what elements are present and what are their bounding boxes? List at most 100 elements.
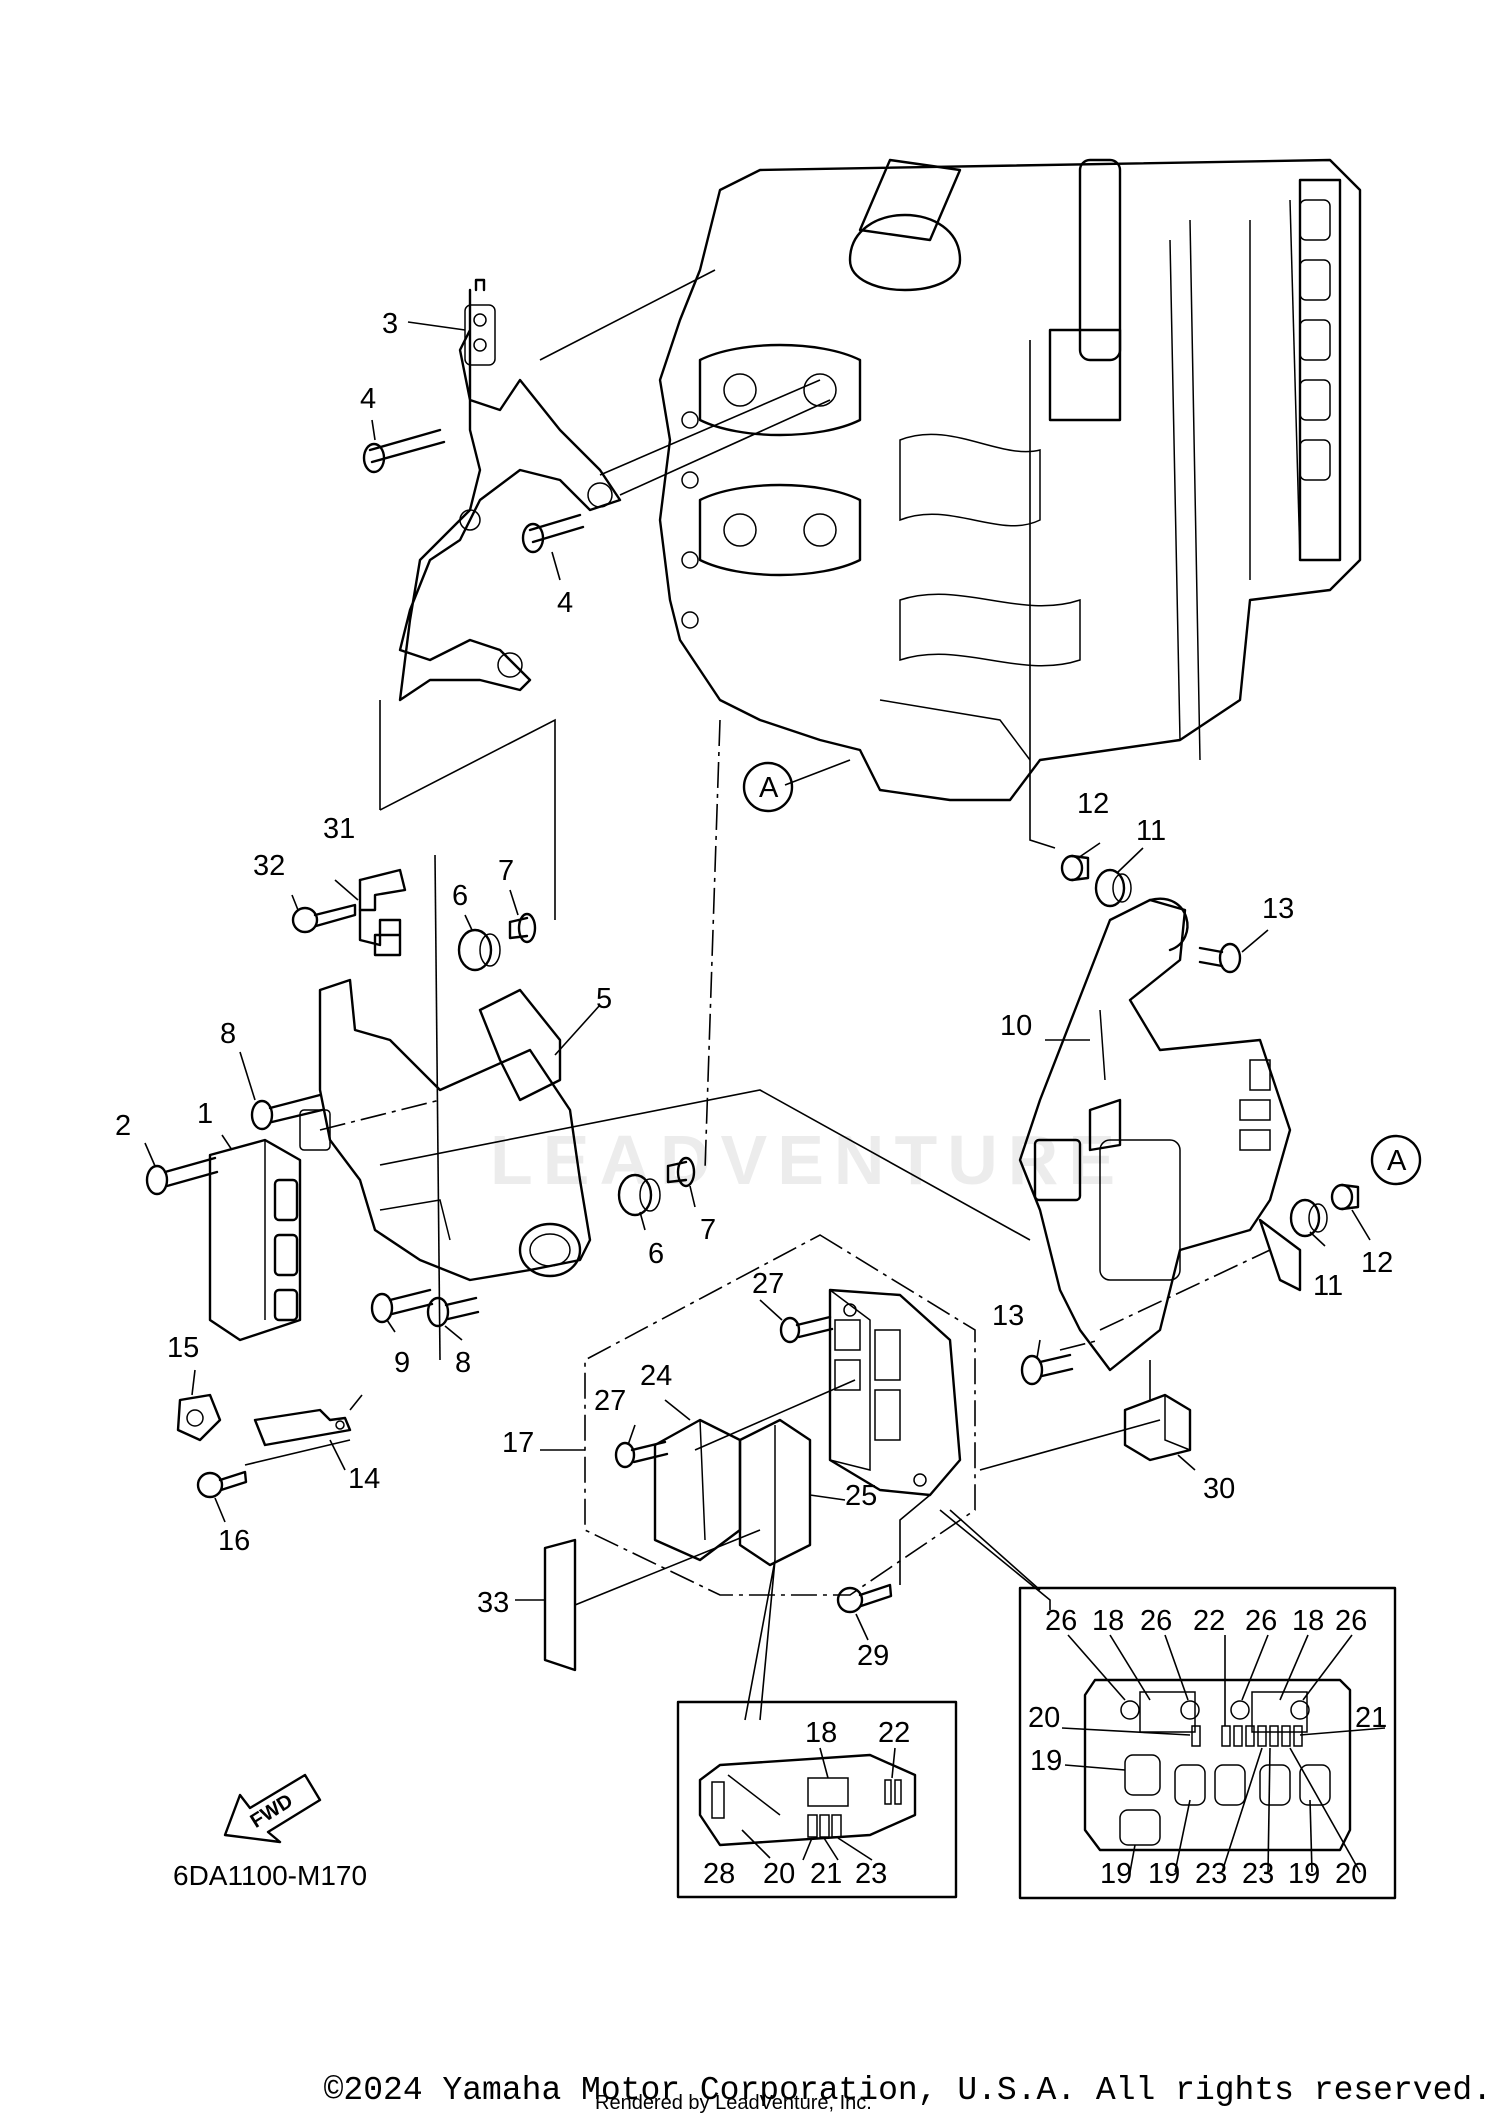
- inset-left-20: 20: [763, 1858, 795, 1890]
- callout-11-upper: 11: [1136, 815, 1166, 847]
- inset-right-18b: 18: [1292, 1605, 1324, 1637]
- reference-mark-a-left: [742, 761, 794, 813]
- callout-2: 2: [115, 1110, 131, 1142]
- callout-6-lower: 6: [648, 1238, 664, 1270]
- inset-right-20b: 20: [1335, 1858, 1367, 1890]
- reference-mark-a-right-label: A: [1387, 1145, 1407, 1177]
- inset-right-18a: 18: [1092, 1605, 1124, 1637]
- reference-mark-a-left-label: A: [759, 772, 779, 804]
- callout-24: 24: [640, 1360, 672, 1392]
- callout-14: 14: [348, 1463, 380, 1495]
- screw-16-drawing: [196, 1470, 248, 1499]
- callout-31: 31: [323, 813, 355, 845]
- callout-3: 3: [382, 308, 398, 340]
- collar-7-upper: [508, 912, 537, 944]
- bolt-8-upper: [250, 1093, 324, 1131]
- callout-15: 15: [167, 1332, 199, 1364]
- callout-1: 1: [197, 1098, 213, 1130]
- ecu-1-drawing: [208, 1138, 302, 1342]
- grommet-6-upper: [457, 928, 501, 972]
- inset-right-20a: 20: [1028, 1702, 1060, 1734]
- bolt-9-drawing: [370, 1288, 434, 1324]
- copyright-notice: ©2024 Yamaha Motor Corporation, U.S.A. A…: [323, 2072, 1492, 2109]
- callout-7-upper: 7: [498, 855, 514, 887]
- fuse-box-17-group: [584, 1234, 976, 1596]
- collar-12-upper: [1060, 854, 1090, 882]
- inset-right-23a: 23: [1195, 1858, 1227, 1890]
- fwd-arrow-icon: [223, 1773, 322, 1844]
- inset-right-23b: 23: [1242, 1858, 1274, 1890]
- bolt-4-upper: [362, 428, 446, 474]
- callout-30: 30: [1203, 1473, 1235, 1505]
- reference-mark-a-right: [1370, 1134, 1422, 1186]
- inset-right-22: 22: [1193, 1605, 1225, 1637]
- callout-33: 33: [477, 1587, 509, 1619]
- label-33-drawing: [543, 1538, 577, 1672]
- rendered-by-notice: Rendered by LeadVenture, Inc.: [595, 2092, 872, 2114]
- callout-10: 10: [1000, 1010, 1032, 1042]
- callout-29: 29: [857, 1640, 889, 1672]
- callout-7-lower: 7: [700, 1214, 716, 1246]
- inset-left-23: 23: [855, 1858, 887, 1890]
- callout-27-lower: 27: [594, 1385, 626, 1417]
- inset-right-26c: 26: [1245, 1605, 1277, 1637]
- inset-left-18: 18: [805, 1717, 837, 1749]
- screw-29-drawing: [836, 1583, 893, 1614]
- callout-11-lower: 11: [1313, 1270, 1343, 1302]
- grommet-6-lower: [617, 1173, 661, 1217]
- callout-32: 32: [253, 850, 285, 882]
- bolt-13-lower: [1020, 1353, 1074, 1386]
- bracket-3-drawing: [398, 278, 622, 702]
- inset-left-box: [676, 1700, 958, 1899]
- callout-17: 17: [502, 1427, 534, 1459]
- callout-8-lower: 8: [455, 1347, 471, 1379]
- inset-right-19a: 19: [1030, 1745, 1062, 1777]
- callout-4-upper: 4: [360, 383, 376, 415]
- screw-32-drawing: [291, 903, 357, 934]
- inset-right-21: 21: [1355, 1702, 1387, 1734]
- inset-right-19d: 19: [1288, 1858, 1320, 1890]
- callout-13-lower: 13: [992, 1300, 1024, 1332]
- inset-left-21: 21: [810, 1858, 842, 1890]
- holder-30-drawing: [1123, 1393, 1192, 1462]
- inset-left-28: 28: [703, 1858, 735, 1890]
- callout-12-lower: 12: [1361, 1247, 1393, 1279]
- callout-5: 5: [596, 983, 612, 1015]
- inset-right-26d: 26: [1335, 1605, 1367, 1637]
- screw-27-lower: [614, 1440, 669, 1469]
- bracket-31-drawing: [358, 868, 407, 957]
- inset-right-19b: 19: [1100, 1858, 1132, 1890]
- callout-16: 16: [218, 1525, 250, 1557]
- callout-8-upper: 8: [220, 1018, 236, 1050]
- inset-right-26b: 26: [1140, 1605, 1172, 1637]
- grommet-11-lower: [1289, 1198, 1328, 1238]
- collar-7-lower: [666, 1156, 696, 1188]
- callout-13-upper: 13: [1262, 893, 1294, 925]
- bolt-13-upper: [1198, 942, 1242, 974]
- bracket-14-drawing: [253, 1408, 352, 1447]
- collar-12-lower: [1330, 1183, 1360, 1211]
- grommet-11-upper: [1094, 868, 1132, 908]
- callout-9: 9: [394, 1347, 410, 1379]
- callout-6-upper: 6: [452, 880, 468, 912]
- bolt-2-drawing: [145, 1156, 219, 1196]
- callout-27-upper: 27: [752, 1268, 784, 1300]
- bolt-8-lower: [426, 1296, 480, 1328]
- inset-right-box: [949, 1509, 1397, 1900]
- fuse-block-25-drawing: [738, 1418, 812, 1567]
- clamp-15-drawing: [176, 1393, 222, 1442]
- engine-block-drawing: [658, 158, 1362, 802]
- callout-25: 25: [845, 1480, 877, 1512]
- inset-left-22: 22: [878, 1717, 910, 1749]
- inset-right-26a: 26: [1045, 1605, 1077, 1637]
- callout-4-lower: 4: [557, 587, 573, 619]
- watermark-text: LEADVENTURE: [490, 1121, 1126, 1199]
- bracket-5-drawing: [299, 978, 592, 1282]
- inset-right-19c: 19: [1148, 1858, 1180, 1890]
- inset-right-labels: 26 18 26 22 26 18 26 20 21 19 19 19 23 2…: [1028, 1605, 1387, 1890]
- callout-leader-lines: [144, 321, 1371, 1641]
- callout-labels: 1 2 3 4 4 5 6 6 7 7 8 8 9 10 11 11 12 12…: [115, 308, 1407, 1833]
- callout-12-upper: 12: [1077, 788, 1109, 820]
- diagram-code-label: 6DA1100-M170: [173, 1860, 368, 1891]
